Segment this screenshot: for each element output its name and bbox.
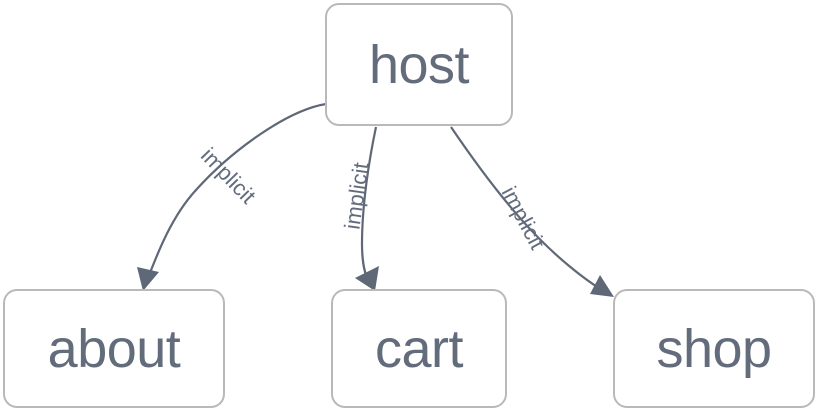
arrowhead-host-shop — [590, 275, 614, 297]
node-label-cart: cart — [374, 318, 464, 379]
node-cart[interactable]: cart — [331, 289, 507, 408]
edge-path-host-about — [146, 102, 327, 279]
edge-path-host-shop — [450, 126, 603, 291]
node-shop[interactable]: shop — [613, 289, 815, 408]
edge-host-shop[interactable] — [450, 126, 614, 297]
node-label-host: host — [368, 34, 470, 95]
node-label-shop: shop — [656, 318, 772, 379]
edge-path-host-cart — [360, 126, 378, 281]
node-host[interactable]: host — [325, 3, 513, 126]
edge-host-about[interactable] — [137, 102, 327, 291]
arrowhead-host-cart — [355, 266, 379, 291]
arrowhead-host-about — [137, 267, 159, 291]
node-about[interactable]: about — [3, 289, 225, 408]
edge-host-cart[interactable] — [355, 126, 379, 291]
node-label-about: about — [47, 318, 181, 379]
